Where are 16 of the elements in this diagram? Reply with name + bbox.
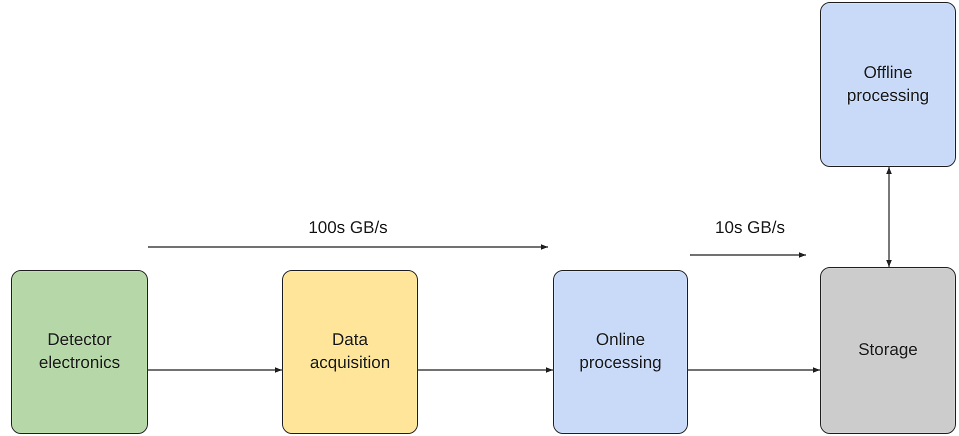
arrow <box>418 367 553 373</box>
process-box <box>282 270 418 434</box>
box-label: Data acquisition <box>308 329 392 374</box>
process-box <box>820 267 956 434</box>
rate-label: 100s GB/s <box>308 218 388 238</box>
process-box <box>820 2 956 167</box>
box-label: Online processing <box>578 329 663 374</box>
arrow <box>148 367 282 373</box>
box-label: Storage <box>857 339 919 362</box>
process-box <box>553 270 688 434</box>
box-label: Offline processing <box>846 62 930 106</box>
process-box <box>11 270 148 434</box>
arrow <box>886 167 892 267</box>
box-label: Detector electronics <box>38 329 122 374</box>
arrow <box>688 367 820 373</box>
rate-label: 10s GB/s <box>715 218 785 238</box>
